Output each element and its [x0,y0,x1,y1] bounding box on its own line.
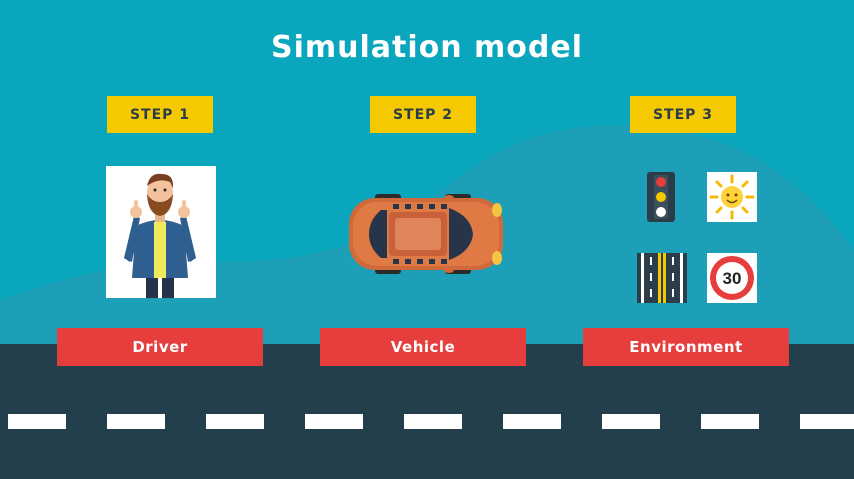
lane-dash [8,414,66,429]
lane-dash [602,414,660,429]
car-top-view-icon [345,192,507,276]
step-2-badge: STEP 2 [370,96,476,133]
step-1-badge: STEP 1 [107,96,213,133]
step-3-badge: STEP 3 [630,96,736,133]
lane-dash [404,414,462,429]
lane-dash [305,414,363,429]
driver-illustration [106,166,216,298]
speed-limit-sign-icon: 30 [707,253,757,303]
lane-dash [701,414,759,429]
road-lanes-icon [637,253,687,303]
speed-limit-value: 30 [723,269,742,288]
driver-label: Driver [57,328,263,366]
slide-title: Simulation model [270,30,584,65]
lane-dash [107,414,165,429]
sun-icon [707,172,757,222]
vehicle-label: Vehicle [320,328,526,366]
road [0,344,854,479]
environment-label: Environment [583,328,789,366]
lane-dash [503,414,561,429]
traffic-light-icon [645,172,677,222]
lane-dash [800,414,854,429]
lane-dash [206,414,264,429]
